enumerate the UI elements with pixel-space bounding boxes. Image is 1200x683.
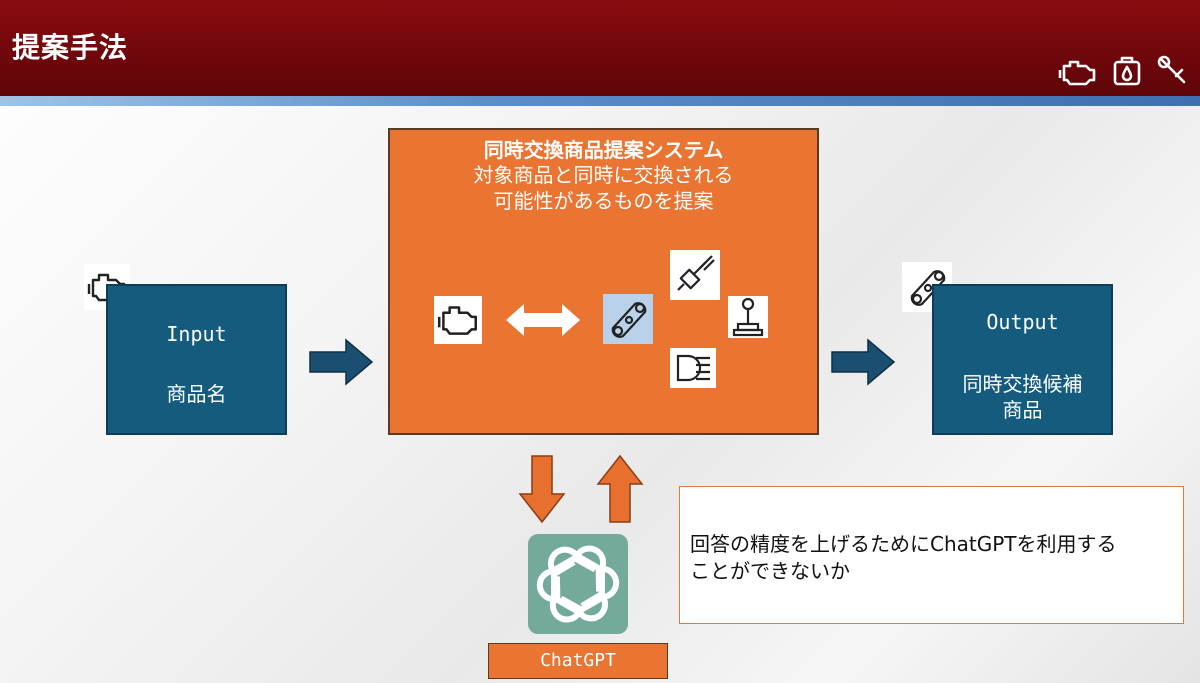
system-desc-line1: 対象商品と同時に交換される [473, 163, 734, 187]
wrench-icon [1157, 55, 1186, 84]
slide-header: 提案手法 [0, 0, 1200, 96]
slide-title: 提案手法 [12, 31, 129, 64]
system-title: 同時交換商品提案システム [483, 138, 724, 162]
output-heading: Output [986, 310, 1059, 334]
headlight-icon [676, 354, 710, 382]
output-label-line2: 商品 [1002, 398, 1043, 422]
double-arrow-icon [506, 304, 580, 336]
note-line2: ことができないか [690, 559, 850, 583]
system-headlight-tile [670, 348, 716, 388]
engine-icon [1058, 60, 1096, 86]
note-text: 回答の精度を上げるためにChatGPTを利用する ことができないか [690, 531, 1175, 585]
spark-plug-icon [677, 255, 715, 291]
arrow-right-input [309, 338, 374, 386]
chatgpt-label-box: ChatGPT [488, 643, 668, 679]
gear-shift-icon [732, 297, 764, 337]
note-line1: 回答の精度を上げるためにChatGPTを利用する [690, 532, 1117, 556]
chatgpt-logo [528, 534, 628, 634]
system-engine-tile [434, 296, 482, 344]
system-belt-tile [603, 294, 653, 344]
engine-icon [437, 306, 477, 335]
chatgpt-label: ChatGPT [540, 650, 616, 671]
input-label: 商品名 [166, 382, 227, 406]
input-heading: Input [166, 322, 227, 346]
belt-icon [910, 270, 946, 306]
output-label-line1: 同時交換候補 [962, 372, 1083, 396]
arrow-right-output [831, 338, 896, 386]
note-box: 回答の精度を上げるためにChatGPTを利用する ことができないか [679, 486, 1184, 624]
input-box: Input 商品名 [106, 284, 287, 435]
oil-can-icon [1113, 56, 1141, 86]
output-box: Output 同時交換候補 商品 [932, 284, 1113, 435]
system-gear-shift-tile [728, 296, 768, 338]
system-box: 同時交換商品提案システム 対象商品と同時に交換される 可能性があるものを提案 [388, 128, 819, 435]
system-spark-plug-tile [670, 250, 720, 300]
header-stripe [0, 96, 1200, 106]
belt-icon [611, 302, 647, 338]
system-desc-line2: 可能性があるものを提案 [493, 189, 714, 213]
arrow-up-from-chatgpt [596, 454, 644, 523]
openai-logo-icon [536, 545, 620, 623]
header-icon-group [1058, 54, 1190, 90]
arrow-down-to-chatgpt [518, 455, 566, 524]
